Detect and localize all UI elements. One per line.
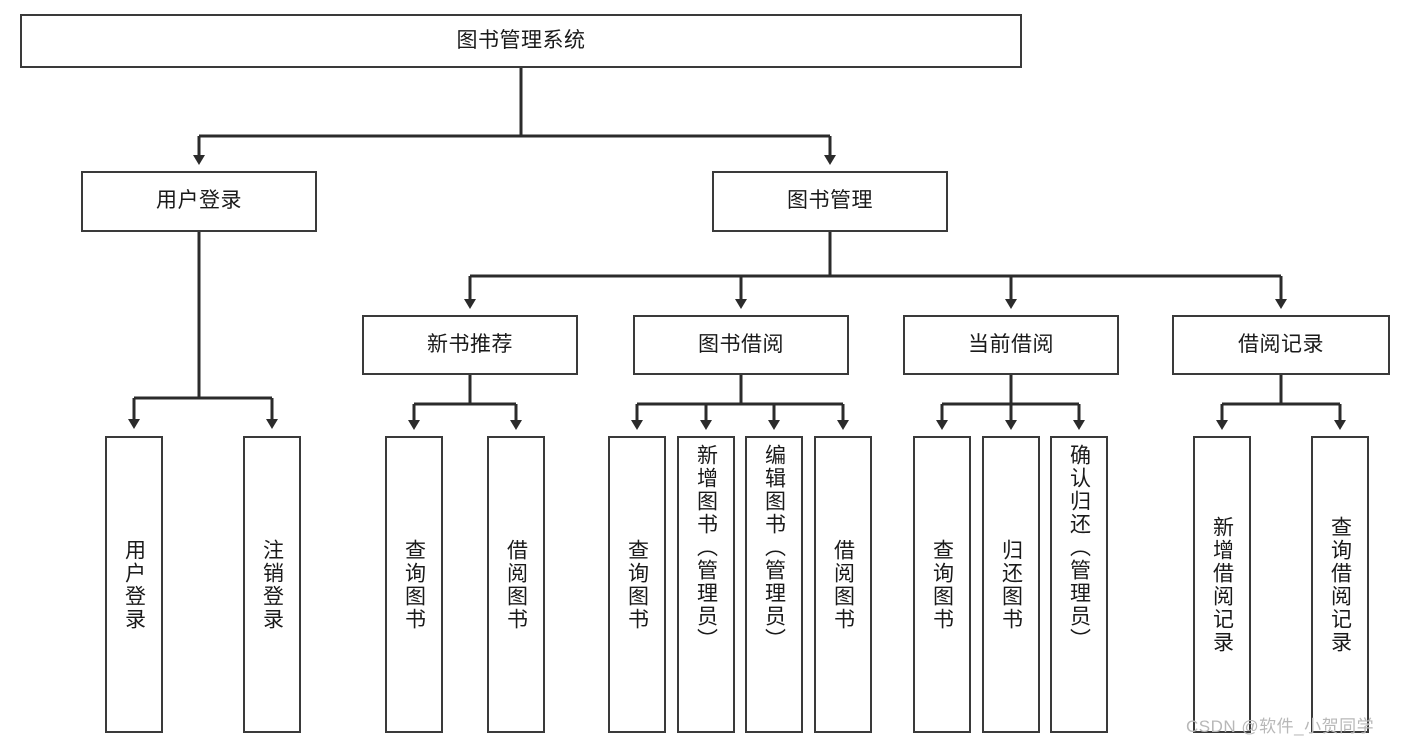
- leaf-user-login[interactable]: 用户登录: [105, 436, 163, 733]
- leaf-borrow-book-recommend[interactable]: 借阅图书: [487, 436, 545, 733]
- node-user-login[interactable]: 用户登录: [81, 171, 317, 232]
- node-borrow-record[interactable]: 借阅记录: [1172, 315, 1390, 375]
- node-current-borrow[interactable]: 当前借阅: [903, 315, 1119, 375]
- node-label: 注销登录: [260, 538, 284, 631]
- node-label: 当前借阅: [968, 332, 1054, 356]
- node-label: 查询图书: [930, 538, 954, 631]
- node-new-book-recommend[interactable]: 新书推荐: [362, 315, 578, 375]
- leaf-edit-book-admin[interactable]: 编辑图书（管理员）: [745, 436, 803, 733]
- node-root-system[interactable]: 图书管理系统: [20, 14, 1022, 68]
- node-label: 借阅记录: [1238, 332, 1324, 356]
- leaf-borrow-book[interactable]: 借阅图书: [814, 436, 872, 733]
- node-label: 新书推荐: [427, 332, 513, 356]
- leaf-return-book[interactable]: 归还图书: [982, 436, 1040, 733]
- leaf-query-borrow-record[interactable]: 查询借阅记录: [1311, 436, 1369, 733]
- leaf-user-logout[interactable]: 注销登录: [243, 436, 301, 733]
- node-label: 图书管理: [787, 189, 873, 213]
- node-label: 借阅图书: [504, 538, 528, 631]
- node-label: 借阅图书: [831, 538, 855, 631]
- node-label: 查询图书: [402, 538, 426, 631]
- node-label: 确认归还（管理员）: [1067, 444, 1091, 651]
- node-label: 用户登录: [156, 189, 242, 213]
- leaf-query-book-current[interactable]: 查询图书: [913, 436, 971, 733]
- leaf-add-borrow-record[interactable]: 新增借阅记录: [1193, 436, 1251, 733]
- node-book-management[interactable]: 图书管理: [712, 171, 948, 232]
- leaf-add-book-admin[interactable]: 新增图书（管理员）: [677, 436, 735, 733]
- node-label: 归还图书: [999, 538, 1023, 631]
- node-label: 用户登录: [122, 538, 146, 631]
- node-label: 查询借阅记录: [1328, 515, 1352, 654]
- node-label: 新增图书（管理员）: [694, 444, 718, 651]
- node-label: 编辑图书（管理员）: [762, 444, 786, 651]
- node-label: 图书管理系统: [456, 28, 586, 52]
- leaf-query-book-borrow[interactable]: 查询图书: [608, 436, 666, 733]
- node-label: 新增借阅记录: [1210, 515, 1234, 654]
- watermark-text: CSDN @软件_小贺同学: [1186, 717, 1375, 736]
- node-book-borrow[interactable]: 图书借阅: [633, 315, 849, 375]
- leaf-confirm-return-admin[interactable]: 确认归还（管理员）: [1050, 436, 1108, 733]
- node-label: 查询图书: [625, 538, 649, 631]
- leaf-query-book-recommend[interactable]: 查询图书: [385, 436, 443, 733]
- node-label: 图书借阅: [698, 332, 784, 356]
